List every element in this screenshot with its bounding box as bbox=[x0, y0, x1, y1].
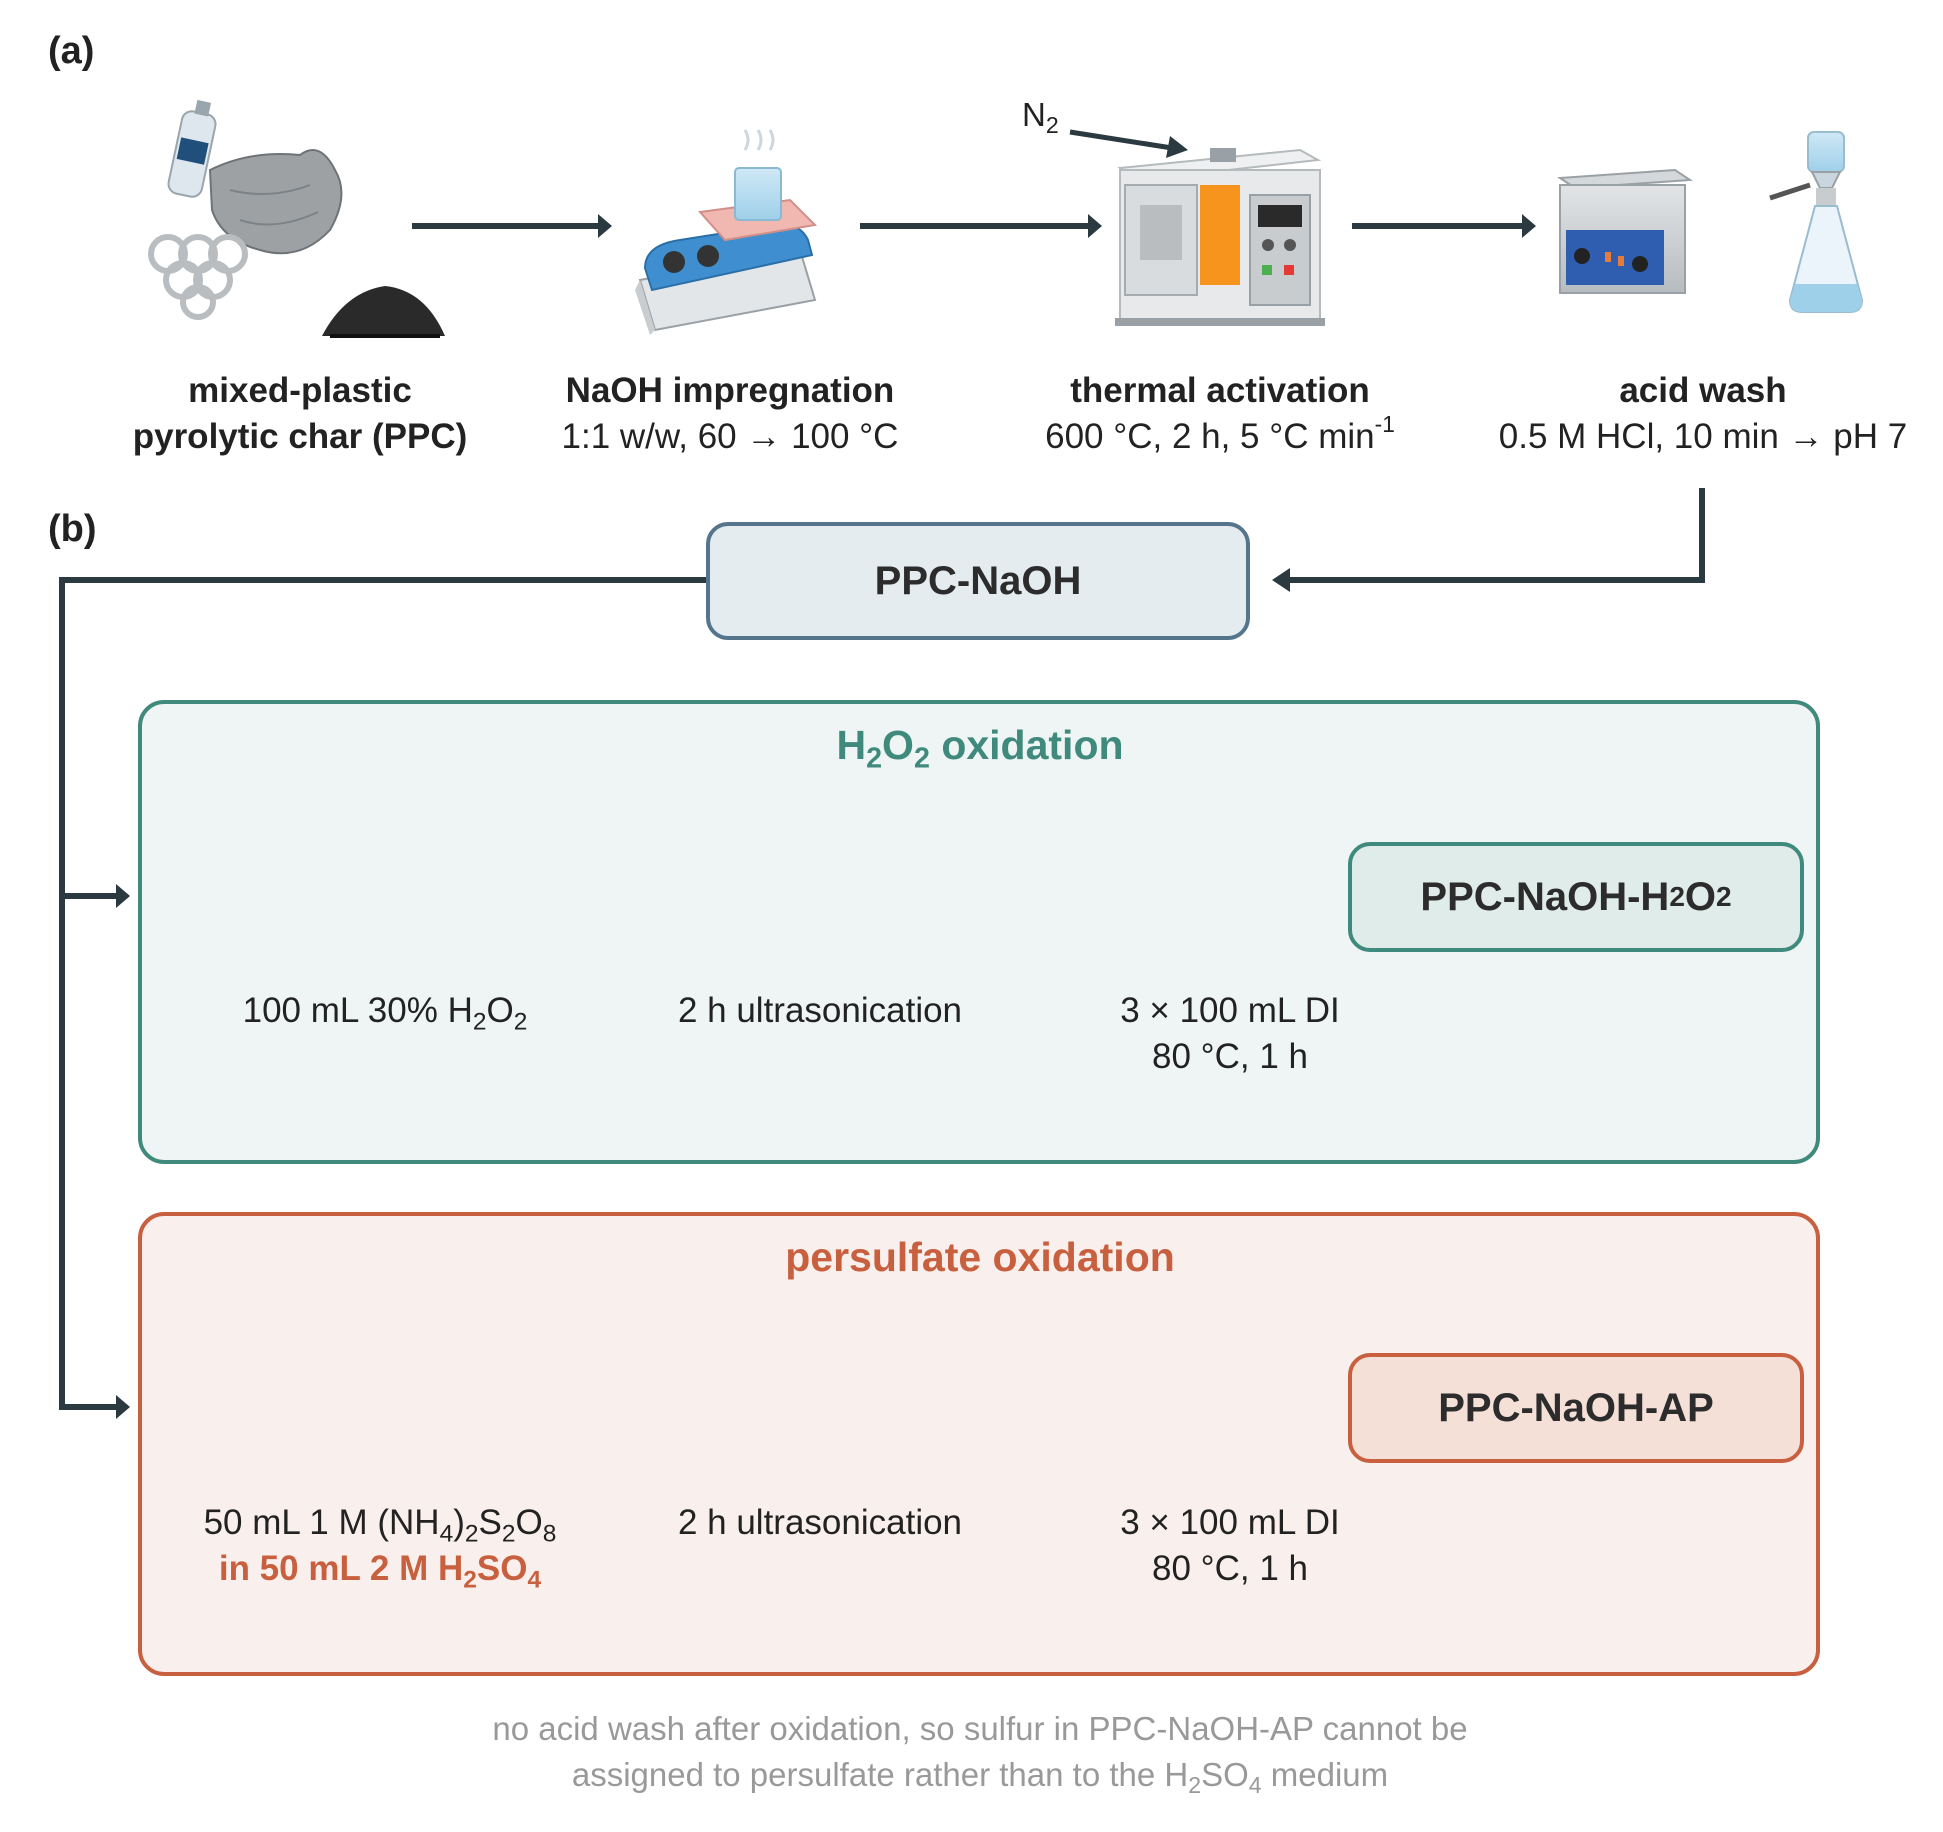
connector-trunk bbox=[59, 577, 706, 1419]
step-ppc: mixed-plastic pyrolytic char (PPC) bbox=[132, 371, 468, 456]
persulfate-reagent-caption: 50 mL 1 M (NH4)2S2O8 in 50 mL 2 M H2SO4 bbox=[203, 1503, 557, 1594]
arrow-a2 bbox=[860, 214, 1102, 238]
persulfate-sonication-caption: 2 h ultrasonication bbox=[677, 1503, 963, 1542]
persulfate-wash-caption: 3 × 100 mL DI 80 °C, 1 h bbox=[1120, 1503, 1340, 1588]
tube-furnace-icon bbox=[1115, 148, 1325, 326]
h2o2-reagent-caption: 100 mL 30% H2O2 bbox=[242, 991, 528, 1036]
arrow-a3 bbox=[1352, 214, 1536, 238]
plastic-waste-icon bbox=[148, 99, 343, 320]
step-acid-wash: acid wash 0.5 M HCl, 10 min → pH 7 bbox=[1498, 371, 1908, 456]
ppc-naoh-box: PPC-NaOH bbox=[706, 522, 1250, 640]
n2-label: N2 bbox=[1022, 96, 1059, 138]
h2o2-section-title: H2O2 oxidation bbox=[836, 722, 1124, 775]
h2o2-wash-caption: 3 × 100 mL DI 80 °C, 1 h bbox=[1120, 991, 1340, 1076]
char-pile-icon bbox=[322, 286, 445, 338]
step-thermal-activation: thermal activation 600 °C, 2 h, 5 °C min… bbox=[1045, 371, 1395, 456]
hotplate-stirrer-icon bbox=[635, 129, 818, 335]
persulfate-section-title: persulfate oxidation bbox=[785, 1234, 1175, 1280]
vacuum-filtration-flask-icon bbox=[1769, 131, 1864, 313]
connector-acidwash-to-start bbox=[1272, 488, 1705, 592]
step-naoh-impregnation: NaOH impregnation 1:1 w/w, 60 → 100 °C bbox=[561, 371, 899, 456]
ultrasonic-bath-icon bbox=[1557, 168, 1693, 294]
footnote: no acid wash after oxidation, so sulfur … bbox=[492, 1710, 1468, 1798]
h2o2-sonication-caption: 2 h ultrasonication bbox=[677, 991, 963, 1030]
ppc-naoh-ap-box: PPC-NaOH-AP bbox=[1348, 1353, 1804, 1463]
arrow-a1 bbox=[412, 214, 612, 238]
panel-label-b: (b) bbox=[48, 508, 97, 550]
panel-label-a: (a) bbox=[48, 30, 95, 72]
arrow-n2 bbox=[1069, 129, 1188, 158]
